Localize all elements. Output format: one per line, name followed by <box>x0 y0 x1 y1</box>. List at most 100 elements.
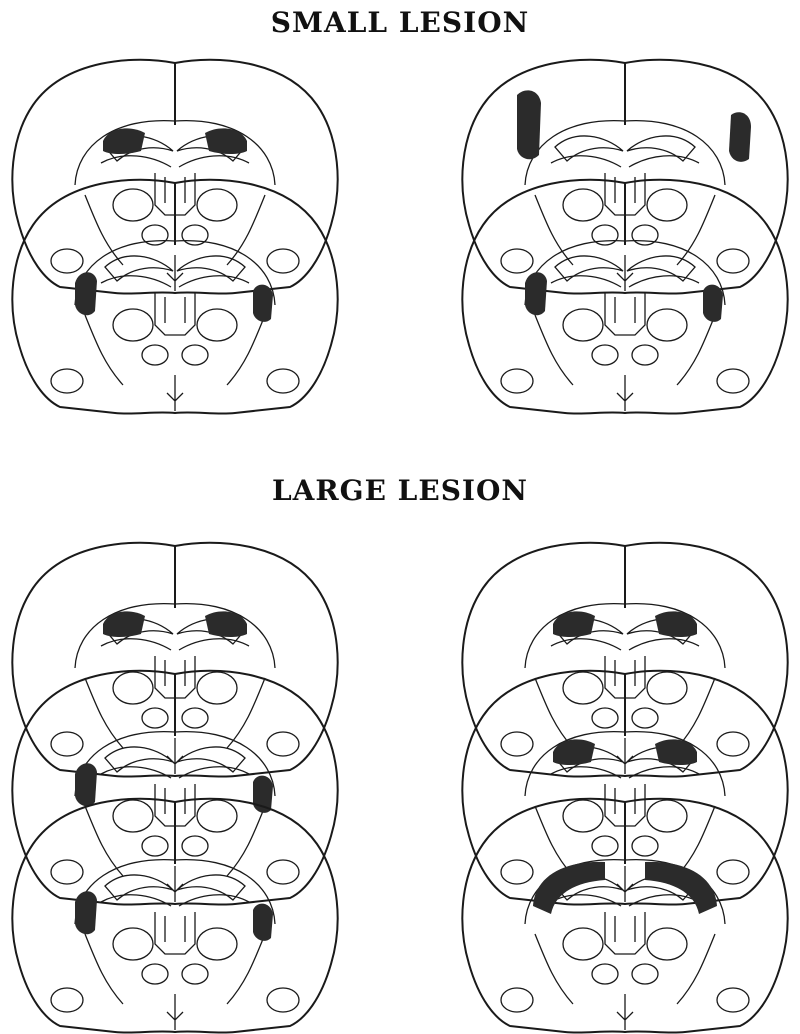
ventral-midline <box>167 994 183 1030</box>
lesion-area <box>525 272 547 315</box>
lateral-tract-left <box>535 195 573 265</box>
hippocampal-fold-left <box>551 639 621 650</box>
ventral-nucleus-left <box>592 345 618 365</box>
lateral-tract-left <box>85 195 123 265</box>
coronal-section <box>462 60 787 294</box>
hippocampal-fold-right <box>179 156 249 167</box>
hippocampal-fold-right <box>179 639 249 650</box>
amygdala-left <box>501 988 533 1012</box>
nucleus-left <box>113 189 153 221</box>
ventral-nucleus-left <box>142 836 168 856</box>
inner-contour <box>525 121 725 185</box>
amygdala-right <box>717 860 749 884</box>
amygdala-left <box>51 988 83 1012</box>
lateral-tract-right <box>677 678 715 748</box>
lateral-tract-left <box>85 934 123 1004</box>
coronal-section <box>12 60 337 294</box>
nucleus-right <box>647 309 687 341</box>
ventral-midline <box>617 375 633 411</box>
amygdala-left <box>501 369 533 393</box>
small-lesion-heading: SMALL LESION <box>0 6 800 39</box>
nucleus-left <box>563 672 603 704</box>
thalamus <box>605 293 645 335</box>
lateral-tract-right <box>227 678 265 748</box>
small-lesion-right-panel <box>455 55 795 415</box>
amygdala-right <box>717 732 749 756</box>
lesion-area <box>703 285 723 322</box>
thalamus <box>155 912 195 954</box>
hippocampal-fold-right <box>629 156 699 167</box>
amygdala-left <box>501 732 533 756</box>
lesion-area <box>729 112 751 162</box>
ventral-midline <box>167 738 183 774</box>
lateral-tract-right <box>677 315 715 385</box>
lateral-tract-right <box>677 195 715 265</box>
ventral-midline <box>167 866 183 902</box>
lesion-area <box>517 90 541 159</box>
hippocampal-fold-right <box>629 276 699 287</box>
hippocampal-fold-right <box>629 639 699 650</box>
inner-contour <box>75 121 275 185</box>
ventral-midline <box>617 994 633 1030</box>
large-lesion-right-panel <box>455 538 795 1034</box>
lesion-area <box>75 763 97 806</box>
ventral-nucleus-left <box>142 964 168 984</box>
nucleus-right <box>197 189 237 221</box>
lateral-tract-left <box>535 315 573 385</box>
ventral-midline <box>617 738 633 774</box>
amygdala-right <box>267 860 299 884</box>
ventral-nucleus-right <box>182 708 208 728</box>
nucleus-left <box>563 800 603 832</box>
amygdala-right <box>267 369 299 393</box>
large-lesion-heading: LARGE LESION <box>0 474 800 507</box>
ventral-nucleus-right <box>632 345 658 365</box>
lateral-tract-left <box>85 678 123 748</box>
lateral-tract-left <box>535 806 573 876</box>
ventral-nucleus-left <box>142 708 168 728</box>
amygdala-left <box>51 860 83 884</box>
nucleus-right <box>647 928 687 960</box>
ventral-nucleus-left <box>592 708 618 728</box>
thalamus <box>155 293 195 335</box>
amygdala-right <box>717 369 749 393</box>
amygdala-right <box>267 249 299 273</box>
ventral-midline <box>167 375 183 411</box>
brain-section-stack <box>5 55 345 415</box>
lateral-tract-right <box>677 934 715 1004</box>
amygdala-left <box>501 249 533 273</box>
amygdala-left <box>51 369 83 393</box>
brain-section-stack <box>5 538 345 1034</box>
hippocampal-fold-left <box>101 276 171 287</box>
amygdala-right <box>717 249 749 273</box>
lateral-tract-right <box>677 806 715 876</box>
nucleus-left <box>113 309 153 341</box>
inner-contour <box>525 604 725 668</box>
amygdala-left <box>501 860 533 884</box>
small-lesion-left-panel <box>5 55 345 415</box>
hippocampal-fold-left <box>101 156 171 167</box>
amygdala-right <box>267 732 299 756</box>
amygdala-right <box>267 988 299 1012</box>
nucleus-left <box>563 928 603 960</box>
thalamus <box>605 912 645 954</box>
lesion-area <box>253 285 273 322</box>
ventral-nucleus-left <box>592 836 618 856</box>
hippocampal-fold-left <box>101 639 171 650</box>
nucleus-right <box>197 672 237 704</box>
coronal-section <box>12 799 337 1033</box>
ventral-nucleus-right <box>632 964 658 984</box>
lateral-tract-left <box>85 315 123 385</box>
lesion-area <box>75 272 97 315</box>
nucleus-right <box>647 189 687 221</box>
nucleus-left <box>113 672 153 704</box>
nucleus-left <box>113 928 153 960</box>
coronal-section <box>462 799 787 1033</box>
lateral-tract-left <box>535 678 573 748</box>
coronal-section <box>12 671 337 905</box>
ventral-nucleus-right <box>182 836 208 856</box>
hippocampal-fold-right <box>179 276 249 287</box>
lateral-tract-left <box>85 806 123 876</box>
nucleus-left <box>563 309 603 341</box>
hippocampal-fold-left <box>551 156 621 167</box>
ventral-midline <box>617 866 633 902</box>
